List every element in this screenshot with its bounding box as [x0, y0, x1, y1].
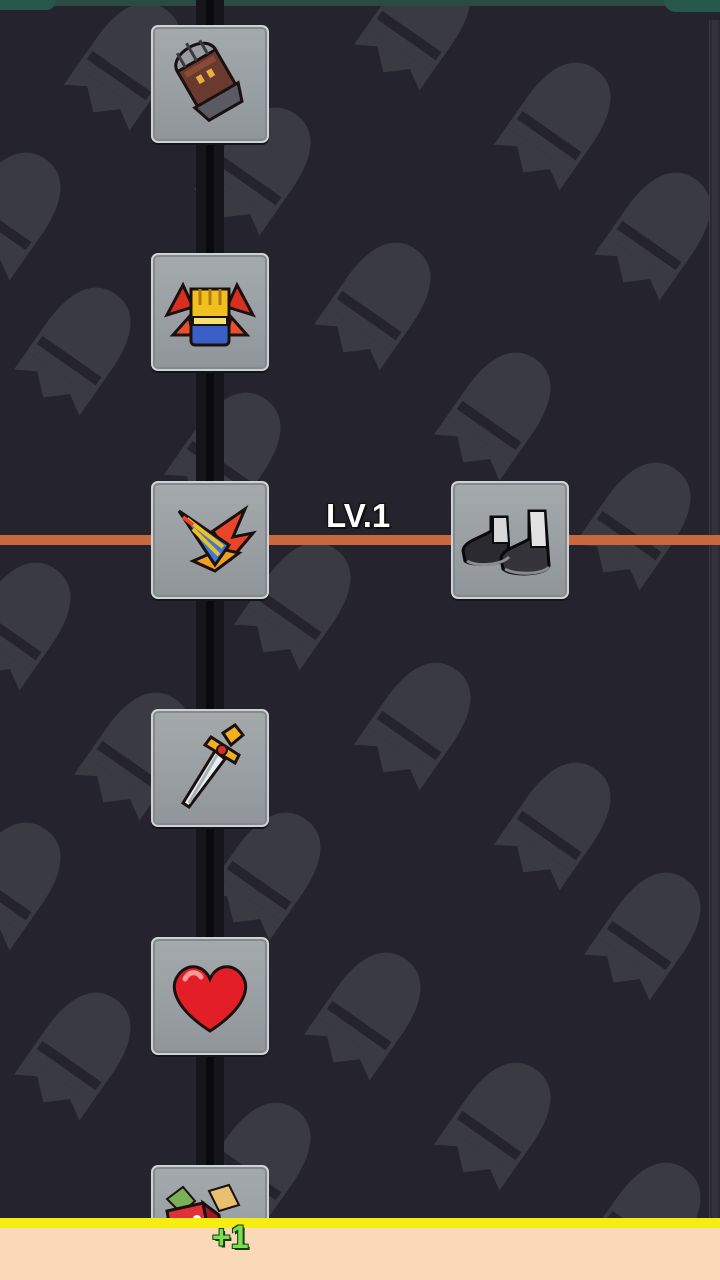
heart-icon: [172, 965, 248, 1033]
fist-power-icon: [163, 281, 257, 347]
skill-node-fist-power[interactable]: [151, 253, 269, 371]
top-panel-corner-left: [0, 0, 56, 10]
scrollbar-thumb[interactable]: [712, 20, 718, 1220]
shoes-icon: [461, 509, 551, 576]
top-panel-corner-right: [664, 0, 720, 12]
scrollbar[interactable]: [709, 20, 720, 1220]
skill-node-heart[interactable]: [151, 937, 269, 1055]
skill-node-drill-bullet[interactable]: [151, 25, 269, 143]
sword-icon: [180, 722, 246, 810]
drill-bullet-icon: [174, 39, 244, 123]
skill-node-sword[interactable]: [151, 709, 269, 827]
dice-bonus-badge: +1: [212, 1219, 249, 1255]
skill-node-drill-spin[interactable]: [151, 481, 269, 599]
bottom-panel: [0, 1218, 720, 1280]
bottom-panel-edge: [0, 1218, 720, 1228]
drill-spin-icon: [177, 504, 257, 573]
skill-level-label: LV.1: [326, 497, 391, 534]
skill-tree-horizontal-connector: [0, 535, 720, 545]
skill-node-shoes[interactable]: [451, 481, 569, 599]
top-panel-edge: [0, 0, 720, 12]
